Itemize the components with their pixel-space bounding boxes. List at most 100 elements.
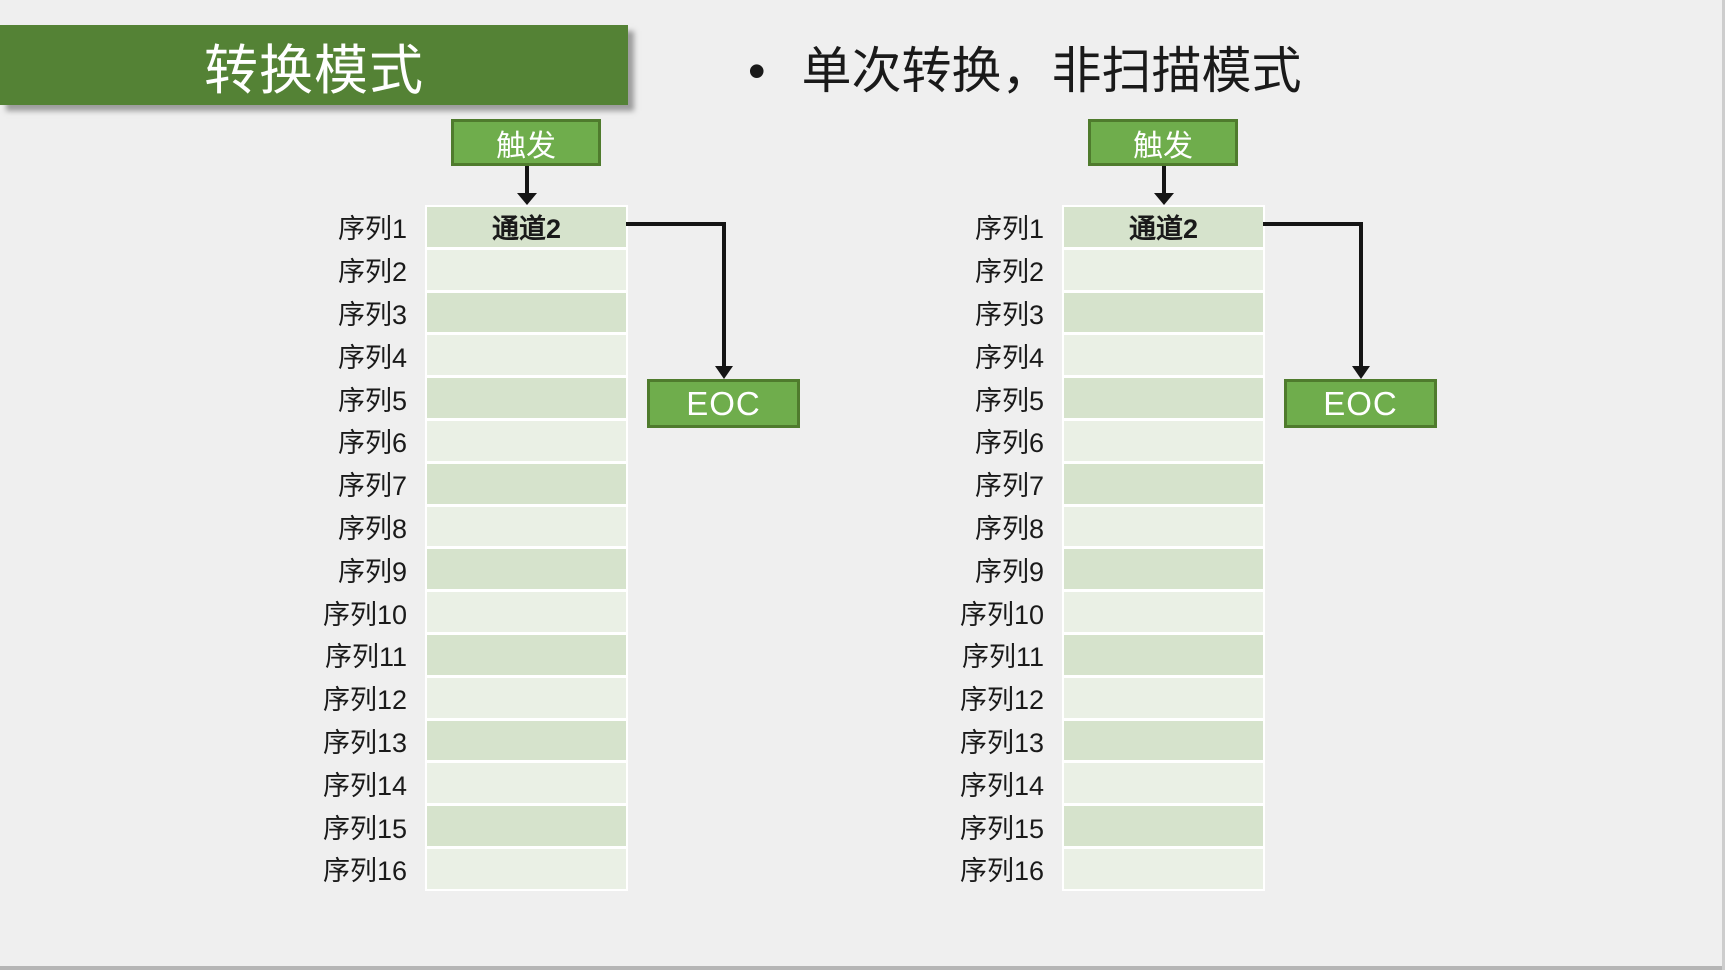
sequence-label: 序列16 xyxy=(959,856,1044,887)
sequence-label: 序列4 xyxy=(337,342,407,373)
sequence-label: 序列10 xyxy=(322,599,407,630)
sequence-row: 序列10 xyxy=(323,592,626,632)
sequence-label: 序列15 xyxy=(959,813,1044,844)
sequence-label: 序列14 xyxy=(322,770,407,801)
arrow-line xyxy=(1162,166,1166,193)
arrow-head-icon xyxy=(715,366,733,379)
channel-cell: 通道2 xyxy=(1064,207,1263,247)
sequence-row: 序列16 xyxy=(323,848,626,889)
sequence-cell xyxy=(1064,763,1263,804)
sequence-label: 序列1 xyxy=(337,214,407,245)
sequence-row: 序列16 xyxy=(960,848,1263,889)
sequence-label: 序列5 xyxy=(337,385,407,416)
sequence-cell xyxy=(1064,335,1263,376)
slide-title-banner: 转换模式 xyxy=(0,25,628,105)
sequence-label: 序列14 xyxy=(959,770,1044,801)
sequence-row: 序列9 xyxy=(338,549,626,590)
sequence-row: 序列6 xyxy=(338,420,626,461)
arrow-elbow-table-to-eoc-icon xyxy=(1263,222,1370,382)
sequence-row: 序列7 xyxy=(338,463,626,504)
sequence-row: 序列8 xyxy=(975,506,1263,547)
sequence-label: 序列7 xyxy=(337,471,407,502)
sequence-cell xyxy=(1064,292,1263,333)
arrow-head-icon xyxy=(1154,193,1174,205)
sequence-cell xyxy=(427,634,626,675)
sequence-row: 序列10 xyxy=(960,592,1263,632)
bullet-item: • 单次转换，非扫描模式 xyxy=(748,40,1302,102)
sequence-row: 序列2 xyxy=(338,249,626,290)
sequence-label: 序列9 xyxy=(337,556,407,587)
bullet-marker: • xyxy=(748,43,766,99)
sequence-label: 序列10 xyxy=(959,599,1044,630)
eoc-box: EOC xyxy=(647,379,800,428)
sequence-row: 序列4 xyxy=(338,335,626,376)
sequence-cell xyxy=(427,806,626,846)
sequence-label: 序列13 xyxy=(322,727,407,758)
sequence-cell xyxy=(1064,848,1263,889)
sequence-row: 序列1 通道2 xyxy=(975,207,1263,247)
channel-cell: 通道2 xyxy=(427,207,626,247)
sequence-cell xyxy=(427,378,626,418)
sequence-cell xyxy=(1064,378,1263,418)
sequence-label: 序列11 xyxy=(961,642,1044,673)
arrow-line xyxy=(525,166,529,193)
sequence-label: 序列3 xyxy=(337,299,407,330)
sequence-cell xyxy=(427,720,626,761)
sequence-cell xyxy=(1064,634,1263,675)
sequence-cell xyxy=(1064,720,1263,761)
sequence-cell xyxy=(1064,463,1263,504)
arrow-line xyxy=(722,222,726,367)
sequence-cell xyxy=(427,763,626,804)
sequence-cell xyxy=(1064,506,1263,547)
sequence-label: 序列6 xyxy=(974,428,1044,459)
sequence-label: 序列4 xyxy=(974,342,1044,373)
arrow-head-icon xyxy=(517,193,537,205)
sequence-cell xyxy=(427,292,626,333)
sequence-label: 序列9 xyxy=(974,556,1044,587)
sequence-row: 序列4 xyxy=(975,335,1263,376)
sequence-label: 序列15 xyxy=(322,813,407,844)
arrow-line xyxy=(1359,222,1363,367)
sequence-label: 序列11 xyxy=(324,642,407,673)
arrow-line xyxy=(626,222,726,226)
arrow-down-trigger-to-table-icon xyxy=(1062,166,1265,205)
sequence-row: 序列5 xyxy=(338,378,626,418)
sequence-row: 序列6 xyxy=(975,420,1263,461)
sequence-row: 序列8 xyxy=(338,506,626,547)
arrow-down-trigger-to-table-icon xyxy=(425,166,628,205)
sequence-label: 序列8 xyxy=(974,513,1044,544)
sequence-label: 序列5 xyxy=(974,385,1044,416)
arrow-line xyxy=(1263,222,1363,226)
sequence-row: 序列11 xyxy=(325,634,626,675)
sequence-row: 序列1 通道2 xyxy=(338,207,626,247)
sequence-row: 序列7 xyxy=(975,463,1263,504)
sequence-label: 序列8 xyxy=(337,513,407,544)
sequence-row: 序列12 xyxy=(323,677,626,718)
sequence-row: 序列2 xyxy=(975,249,1263,290)
sequence-cell xyxy=(427,335,626,376)
sequence-cell xyxy=(427,592,626,632)
sequence-label: 序列16 xyxy=(322,856,407,887)
sequence-row: 序列3 xyxy=(338,292,626,333)
sequence-label: 序列2 xyxy=(974,257,1044,288)
sequence-label: 序列6 xyxy=(337,428,407,459)
arrow-head-icon xyxy=(1352,366,1370,379)
sequence-row: 序列15 xyxy=(323,806,626,846)
sequence-row: 序列5 xyxy=(975,378,1263,418)
sequence-label: 序列7 xyxy=(974,471,1044,502)
sequence-row: 序列12 xyxy=(960,677,1263,718)
sequence-row: 序列11 xyxy=(962,634,1263,675)
sequence-cell xyxy=(1064,592,1263,632)
sequence-cell xyxy=(1064,249,1263,290)
sequence-row: 序列13 xyxy=(960,720,1263,761)
sequence-label: 序列12 xyxy=(322,685,407,716)
sequence-cell xyxy=(427,506,626,547)
sequence-label: 序列13 xyxy=(959,727,1044,758)
sequence-cell xyxy=(427,249,626,290)
sequence-label: 序列1 xyxy=(974,214,1044,245)
sequence-cell xyxy=(427,848,626,889)
